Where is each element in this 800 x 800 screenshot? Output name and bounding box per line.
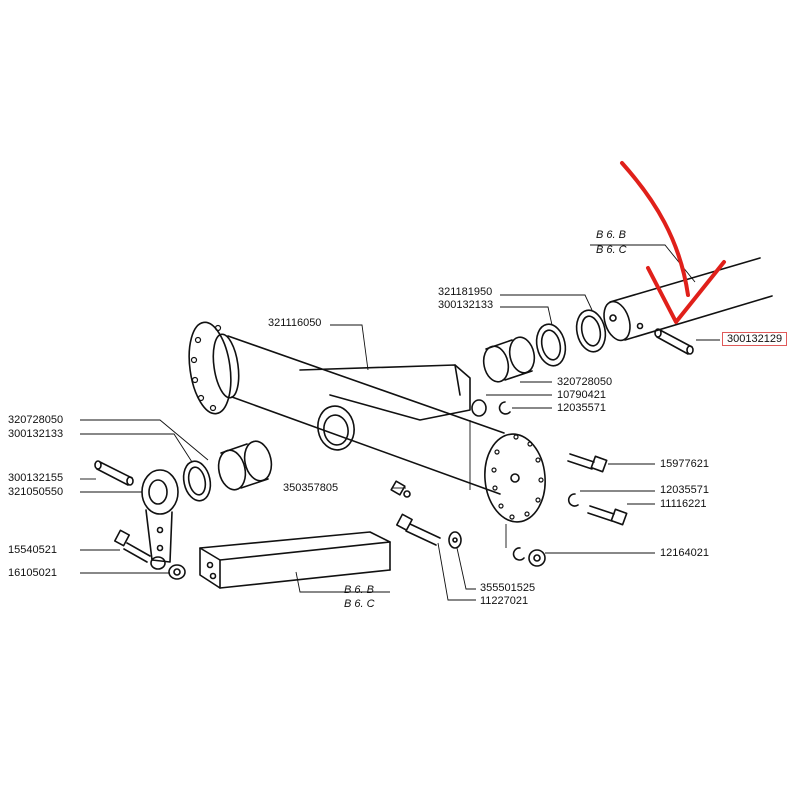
variant-tag-bottom-2: В 6. С — [344, 598, 375, 610]
pin-300132155 — [94, 460, 134, 486]
clip-12035571-top — [498, 401, 511, 415]
label-11116221: 11116221 — [660, 498, 707, 510]
seal-ring-321181950 — [575, 309, 607, 353]
label-355501525: 355501525 — [480, 582, 536, 594]
bolt-11227021 — [395, 513, 441, 546]
nut-12164021 — [512, 547, 546, 567]
axle-beam-321116050 — [188, 321, 546, 523]
variant-tag-top-2: В 6. С — [596, 244, 627, 256]
pin-300132129 — [654, 328, 694, 355]
clip-12035571-bottom — [567, 493, 579, 507]
bracket-321050550 — [141, 469, 179, 563]
label-300132133-left: 300132133 — [8, 428, 64, 440]
bolt-15540521 — [113, 529, 151, 563]
frame-channel — [199, 531, 391, 589]
label-321116050: 321116050 — [268, 317, 322, 329]
label-300132129-highlighted: 300132129 — [722, 332, 788, 346]
label-15977621: 15977621 — [660, 458, 709, 470]
label-320728050-left: 320728050 — [8, 414, 64, 426]
leader-lines — [80, 244, 720, 601]
red-arrow-annotation — [620, 161, 726, 324]
label-321181950: 321181950 — [438, 286, 493, 298]
label-10790421: 10790421 — [557, 389, 606, 401]
washer-355501525 — [448, 531, 462, 549]
grease-fitting-350357805 — [390, 480, 411, 498]
nut-16105021 — [150, 556, 186, 580]
seal-ring-300132133-top — [535, 323, 567, 367]
label-12035571-bottom: 12035571 — [660, 484, 709, 496]
bolt-11116221 — [587, 505, 628, 526]
label-300132133-top: 300132133 — [438, 299, 494, 311]
label-320728050-right: 320728050 — [557, 376, 613, 388]
label-321050550: 321050550 — [8, 486, 64, 498]
variant-tag-top-1: В 6. В — [596, 229, 626, 241]
label-15540521: 15540521 — [8, 544, 57, 556]
label-350357805: 350357805 — [283, 482, 339, 494]
bushing-320728050-right — [482, 336, 536, 383]
label-12035571-top: 12035571 — [557, 402, 606, 414]
nut-10790421 — [471, 399, 487, 417]
label-16105021: 16105021 — [8, 567, 57, 579]
bushing-320728050-left — [217, 440, 273, 491]
label-12164021: 12164021 — [660, 547, 709, 559]
label-11227021: 11227021 — [480, 595, 529, 607]
label-300132155: 300132155 — [8, 472, 64, 484]
seal-ring-300132133-left — [182, 460, 212, 502]
variant-tag-bottom-1: В 6. В — [344, 584, 374, 596]
bolt-15977621 — [567, 453, 608, 473]
